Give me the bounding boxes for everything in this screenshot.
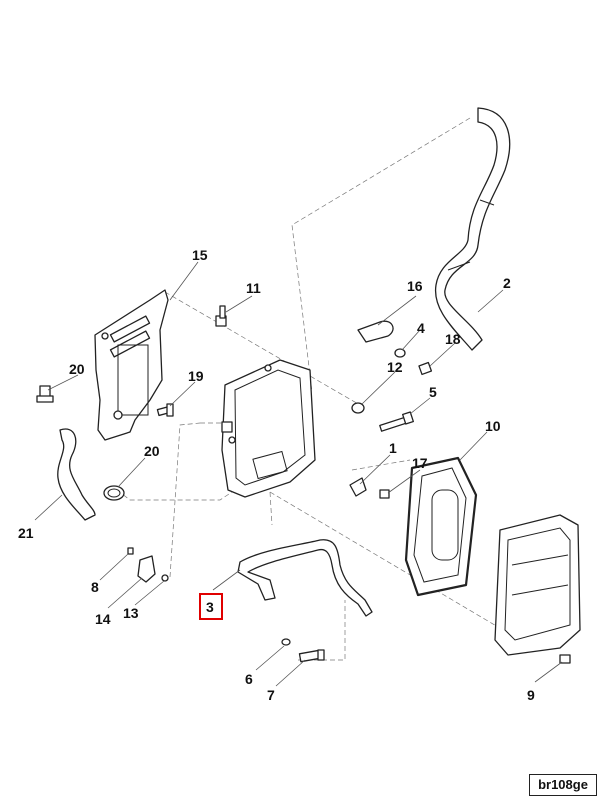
reference-code-badge: br108ge bbox=[529, 774, 597, 796]
callout-labels: 1 2 3 4 5 6 7 8 9 10 11 12 13 14 15 16 1… bbox=[18, 247, 535, 703]
callout-9[interactable]: 9 bbox=[527, 687, 535, 703]
bolt-5[interactable] bbox=[379, 411, 414, 432]
screw-8[interactable] bbox=[127, 547, 134, 555]
callout-19[interactable]: 19 bbox=[188, 368, 204, 384]
upper-coolant-hose[interactable] bbox=[434, 107, 511, 351]
callout-20-top[interactable]: 20 bbox=[69, 361, 85, 377]
leader-lines bbox=[34, 261, 563, 687]
callout-3-highlight bbox=[199, 593, 223, 620]
callout-2[interactable]: 2 bbox=[503, 275, 511, 291]
callout-15[interactable]: 15 bbox=[192, 247, 208, 263]
gasket-cover-10[interactable] bbox=[404, 456, 478, 597]
callout-3[interactable]: 3 bbox=[206, 599, 214, 615]
temperature-sensor-7[interactable] bbox=[298, 649, 325, 663]
callout-5[interactable]: 5 bbox=[429, 384, 437, 400]
callout-8[interactable]: 8 bbox=[91, 579, 99, 595]
callout-17[interactable]: 17 bbox=[412, 455, 428, 471]
lower-coolant-hose[interactable] bbox=[57, 428, 96, 521]
bolt-19[interactable] bbox=[156, 403, 174, 417]
o-ring-6[interactable] bbox=[281, 638, 291, 646]
callout-11[interactable]: 11 bbox=[246, 280, 261, 296]
callout-10[interactable]: 10 bbox=[485, 418, 501, 434]
callout-20-lower[interactable]: 20 bbox=[144, 443, 160, 459]
clamp[interactable] bbox=[357, 320, 394, 343]
sensor-14[interactable] bbox=[137, 555, 156, 583]
mounting-bracket[interactable] bbox=[94, 289, 169, 441]
callout-18[interactable]: 18 bbox=[445, 331, 461, 347]
bolt-11[interactable] bbox=[215, 305, 227, 327]
callout-1[interactable]: 1 bbox=[389, 440, 397, 456]
callout-14[interactable]: 14 bbox=[95, 611, 111, 627]
callout-7[interactable]: 7 bbox=[267, 687, 275, 703]
sensor-20-top[interactable] bbox=[36, 385, 54, 403]
callout-12[interactable]: 12 bbox=[387, 359, 403, 375]
callout-4[interactable]: 4 bbox=[417, 320, 425, 336]
callout-6[interactable]: 6 bbox=[245, 671, 253, 687]
callout-21[interactable]: 21 bbox=[18, 525, 34, 541]
hose-clamp-20[interactable] bbox=[103, 485, 125, 501]
nut-18[interactable] bbox=[418, 361, 433, 376]
ecu-unit-9[interactable] bbox=[494, 514, 581, 664]
tube-assembly-3[interactable] bbox=[237, 539, 373, 617]
washer-4[interactable] bbox=[394, 348, 406, 358]
control-module-housing[interactable] bbox=[221, 359, 316, 498]
callout-16[interactable]: 16 bbox=[407, 278, 423, 294]
washer-12[interactable] bbox=[351, 402, 365, 414]
callout-13[interactable]: 13 bbox=[123, 605, 139, 621]
washer-13[interactable] bbox=[161, 574, 169, 582]
nut-17[interactable] bbox=[379, 489, 390, 499]
